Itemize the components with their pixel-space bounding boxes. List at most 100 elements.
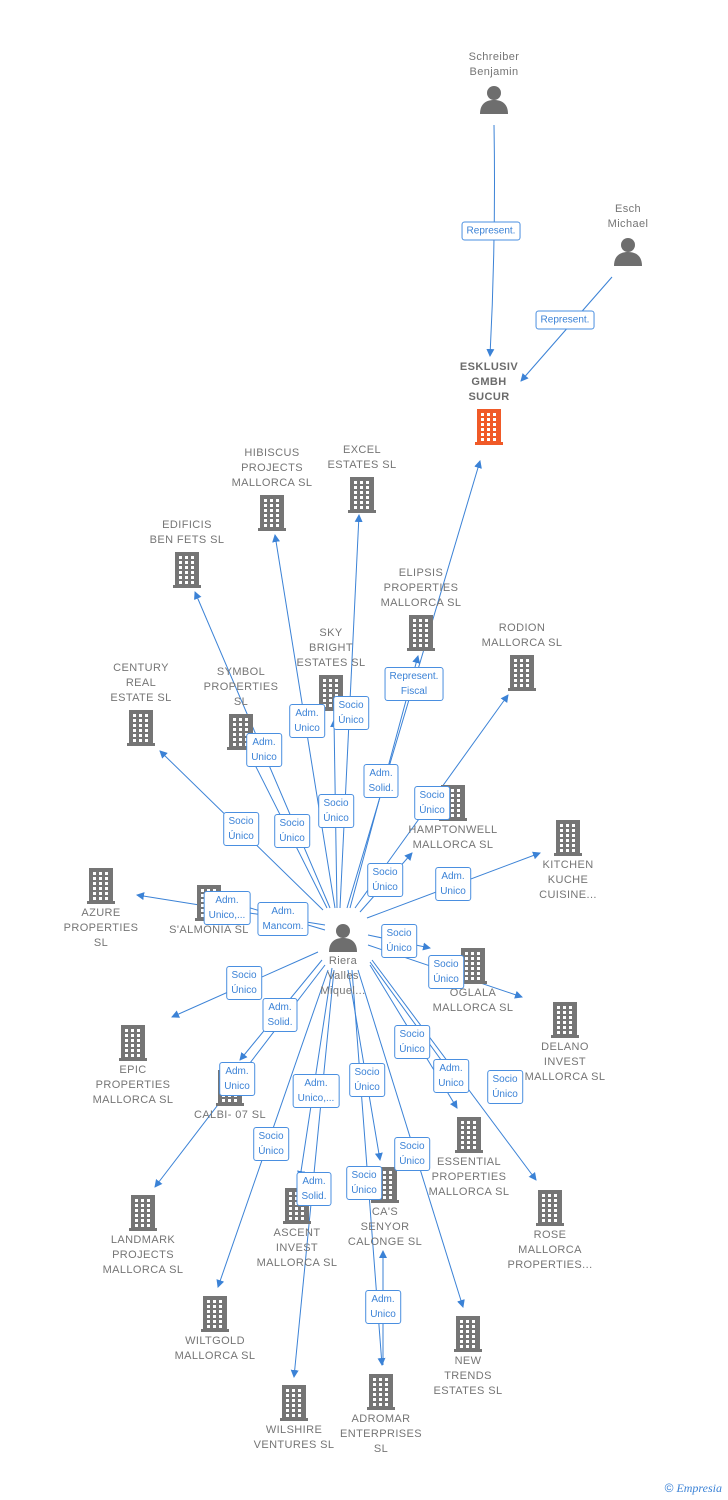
building-icon bbox=[409, 1117, 529, 1153]
node-label: EDIFICIS BEN FETS SL bbox=[149, 519, 225, 546]
company-node-hamptonwell[interactable]: HAMPTONWELL MALLORCA SL bbox=[393, 785, 513, 853]
edge-label[interactable]: Represent. Fiscal bbox=[384, 667, 444, 701]
edge-label[interactable]: Socio Único bbox=[333, 696, 369, 730]
company-node-rodion[interactable]: RODION MALLORCA SL bbox=[462, 621, 582, 691]
company-node-landmark[interactable]: LANDMARK PROJECTS MALLORCA SL bbox=[83, 1195, 203, 1278]
building-icon bbox=[181, 714, 301, 750]
edge-label[interactable]: Socio Único bbox=[381, 924, 417, 958]
person-node-schreiber[interactable]: Schreiber Benjamin bbox=[434, 50, 554, 114]
node-label: HAMPTONWELL MALLORCA SL bbox=[408, 824, 498, 851]
edge-label[interactable]: Socio Único bbox=[346, 1166, 382, 1200]
edge-label[interactable]: Socio Único bbox=[394, 1025, 430, 1059]
company-node-oglala[interactable]: OGLALA MALLORCA SL bbox=[413, 948, 533, 1016]
building-icon bbox=[302, 477, 422, 513]
edge-label[interactable]: Socio Único bbox=[253, 1127, 289, 1161]
building-icon bbox=[361, 615, 481, 651]
building-icon bbox=[234, 1385, 354, 1421]
edge-label[interactable]: Represent. bbox=[461, 221, 521, 241]
edge-label[interactable]: Represent. bbox=[535, 310, 595, 330]
node-label: ADROMAR ENTERPRISES SL bbox=[339, 1413, 423, 1455]
company-node-kitchen[interactable]: KITCHEN KUCHE CUISINE... bbox=[508, 820, 628, 903]
company-node-edificis[interactable]: EDIFICIS BEN FETS SL bbox=[127, 518, 247, 588]
building-icon bbox=[83, 1195, 203, 1231]
node-label: WILSHIRE VENTURES SL bbox=[253, 1424, 335, 1451]
edge-label[interactable]: Adm. Unico bbox=[246, 733, 282, 767]
company-node-rose[interactable]: ROSE MALLORCA PROPERTIES... bbox=[490, 1190, 610, 1273]
node-label: S'ALMONIA SL bbox=[169, 924, 249, 936]
company-node-wilshire[interactable]: WILSHIRE VENTURES SL bbox=[234, 1385, 354, 1453]
edge-label[interactable]: Adm. Unico,... bbox=[292, 1074, 340, 1108]
company-node-wiltgold[interactable]: WILTGOLD MALLORCA SL bbox=[155, 1296, 275, 1364]
building-icon bbox=[127, 552, 247, 588]
edge-label[interactable]: Adm. Mancom. bbox=[257, 902, 309, 936]
company-node-skybright[interactable]: SKY BRIGHT ESTATES SL bbox=[271, 626, 391, 711]
node-label: KITCHEN KUCHE CUISINE... bbox=[539, 859, 597, 901]
building-icon bbox=[408, 1316, 528, 1352]
edge-label[interactable]: Adm. Unico bbox=[289, 704, 325, 738]
footer: ©Empresia bbox=[665, 1481, 722, 1496]
company-node-excel[interactable]: EXCEL ESTATES SL bbox=[302, 443, 422, 513]
company-node-adromar[interactable]: ADROMAR ENTERPRISES SL bbox=[321, 1374, 441, 1457]
node-label: HIBISCUS PROJECTS MALLORCA SL bbox=[231, 447, 313, 489]
person-node-esch[interactable]: Esch Michael bbox=[568, 202, 688, 266]
edge-label[interactable]: Socio Único bbox=[414, 786, 450, 820]
person-node-riera[interactable]: Riera Valles Miquel... bbox=[283, 922, 403, 999]
node-label: DELANO INVEST MALLORCA SL bbox=[524, 1041, 606, 1083]
node-label: CENTURY REAL ESTATE SL bbox=[110, 662, 172, 704]
edge-label[interactable]: Socio Único bbox=[318, 794, 354, 828]
node-label: WILTGOLD MALLORCA SL bbox=[174, 1335, 256, 1362]
building-icon bbox=[81, 710, 201, 746]
edge-label[interactable]: Adm. Unico,... bbox=[203, 891, 251, 925]
building-icon bbox=[321, 1374, 441, 1410]
edge-label[interactable]: Adm. Solid. bbox=[363, 764, 399, 798]
company-node-elipsis[interactable]: ELIPSIS PROPERTIES MALLORCA SL bbox=[361, 566, 481, 651]
edge-label[interactable]: Adm. Unico bbox=[365, 1290, 401, 1324]
company-node-newtrends[interactable]: NEW TRENDS ESTATES SL bbox=[408, 1316, 528, 1399]
node-label: AZURE PROPERTIES SL bbox=[63, 907, 139, 949]
building-icon bbox=[429, 409, 549, 445]
node-label: CALBI- 07 SL bbox=[193, 1109, 267, 1121]
person-icon bbox=[283, 922, 403, 952]
edge-label[interactable]: Socio Único bbox=[428, 955, 464, 989]
company-node-esklusiv[interactable]: ESKLUSIV GMBH SUCUR bbox=[429, 360, 549, 445]
edge-label[interactable]: Adm. Solid. bbox=[262, 998, 298, 1032]
node-label: Esch Michael bbox=[607, 203, 649, 230]
node-label: OGLALA MALLORCA SL bbox=[432, 987, 514, 1014]
edge-label[interactable]: Socio Único bbox=[226, 966, 262, 1000]
node-label: ESSENTIAL PROPERTIES MALLORCA SL bbox=[428, 1156, 510, 1198]
building-icon bbox=[325, 1167, 445, 1203]
edge-label[interactable]: Socio Único bbox=[394, 1137, 430, 1171]
company-node-delano[interactable]: DELANO INVEST MALLORCA SL bbox=[505, 1002, 625, 1085]
edge-label[interactable]: Socio Único bbox=[223, 812, 259, 846]
copyright-symbol: © bbox=[664, 1481, 674, 1495]
edge-label[interactable]: Socio Único bbox=[349, 1063, 385, 1097]
node-label: ROSE MALLORCA PROPERTIES... bbox=[507, 1229, 593, 1271]
edge-label[interactable]: Socio Único bbox=[367, 863, 403, 897]
company-node-essential[interactable]: ESSENTIAL PROPERTIES MALLORCA SL bbox=[409, 1117, 529, 1200]
company-node-century[interactable]: CENTURY REAL ESTATE SL bbox=[81, 661, 201, 746]
company-node-azure[interactable]: AZURE PROPERTIES SL bbox=[41, 868, 161, 951]
node-label: Schreiber Benjamin bbox=[468, 51, 520, 78]
building-icon bbox=[413, 948, 533, 984]
building-icon bbox=[508, 820, 628, 856]
node-label: EPIC PROPERTIES MALLORCA SL bbox=[92, 1064, 174, 1106]
edge-riera-ascent bbox=[297, 967, 333, 1179]
edge-label[interactable]: Socio Único bbox=[274, 814, 310, 848]
edge-label[interactable]: Adm. Unico bbox=[435, 867, 471, 901]
node-label: SKY BRIGHT ESTATES SL bbox=[296, 627, 366, 669]
edge-label[interactable]: Adm. Solid. bbox=[296, 1172, 332, 1206]
node-label: ELIPSIS PROPERTIES MALLORCA SL bbox=[380, 567, 462, 609]
building-icon bbox=[212, 495, 332, 531]
building-icon bbox=[490, 1190, 610, 1226]
edge-label[interactable]: Socio Único bbox=[487, 1070, 523, 1104]
edge-label[interactable]: Adm. Unico bbox=[219, 1062, 255, 1096]
company-node-epic[interactable]: EPIC PROPERTIES MALLORCA SL bbox=[73, 1025, 193, 1108]
company-node-hibiscus[interactable]: HIBISCUS PROJECTS MALLORCA SL bbox=[212, 446, 332, 531]
building-icon bbox=[73, 1025, 193, 1061]
node-label: Riera Valles Miquel... bbox=[320, 955, 366, 997]
company-node-casenyor[interactable]: CA'S SENYOR CALONGE SL bbox=[325, 1167, 445, 1250]
building-icon bbox=[462, 655, 582, 691]
edge-label[interactable]: Adm. Unico bbox=[433, 1059, 469, 1093]
person-icon bbox=[434, 84, 554, 114]
